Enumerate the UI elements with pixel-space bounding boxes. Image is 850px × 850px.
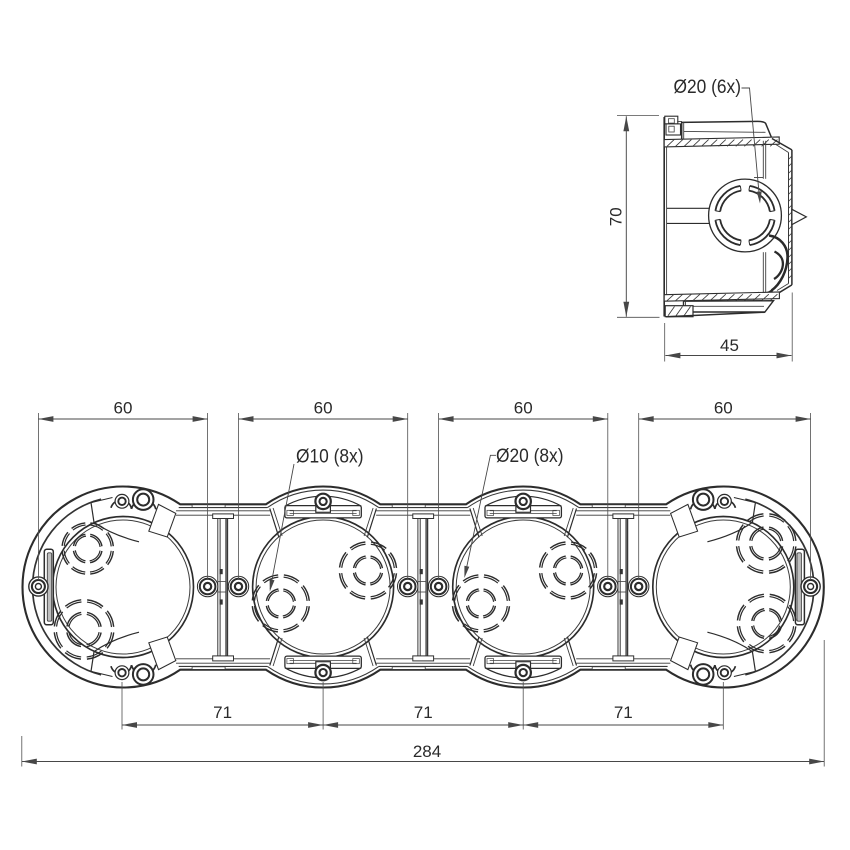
svg-text:71: 71: [614, 703, 633, 722]
svg-text:71: 71: [213, 703, 232, 722]
svg-text:Ø20 (8x): Ø20 (8x): [496, 446, 564, 467]
svg-text:45: 45: [720, 336, 739, 355]
svg-text:60: 60: [514, 399, 533, 418]
svg-text:Ø20 (6x): Ø20 (6x): [674, 77, 742, 98]
svg-text:60: 60: [314, 399, 333, 418]
svg-text:284: 284: [413, 742, 441, 761]
svg-text:60: 60: [714, 399, 733, 418]
svg-text:Ø10 (8x): Ø10 (8x): [296, 447, 364, 468]
svg-text:71: 71: [414, 703, 433, 722]
svg-text:70: 70: [606, 207, 625, 226]
svg-text:60: 60: [114, 399, 133, 418]
